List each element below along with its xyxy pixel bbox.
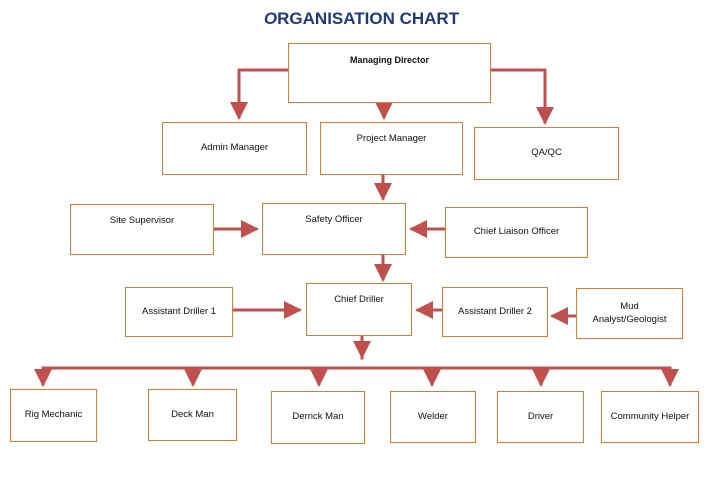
label-site-supervisor: Site Supervisor: [109, 215, 175, 226]
connector-md-to-qaqc: [489, 68, 554, 125]
label-assistant-driller-1: Assistant Driller 1: [142, 305, 216, 317]
box-safety-officer: Safety Officer: [262, 203, 406, 255]
chart-title-rest: RGANISATION CHART: [277, 9, 460, 28]
box-site-supervisor: Site Supervisor: [70, 204, 214, 255]
chart-title: ORGANISATION CHART: [0, 9, 723, 29]
box-managing-director: Managing Director: [288, 43, 491, 103]
connector-md-to-admin: [230, 68, 290, 120]
box-welder: Welder: [390, 391, 476, 443]
label-project-manager: Project Manager: [356, 133, 427, 144]
box-deck-man: Deck Man: [148, 389, 237, 441]
chart-title-lead: O: [263, 9, 278, 28]
box-assistant-driller-2: Assistant Driller 2: [442, 287, 548, 337]
label-rig-mechanic: Rig Mechanic: [24, 409, 83, 421]
label-deck-man: Deck Man: [171, 408, 214, 420]
box-qa-qc: QA/QC: [474, 127, 619, 180]
label-admin-manager: Admin Manager: [200, 142, 269, 154]
box-chief-liaison-officer: Chief Liaison Officer: [445, 207, 588, 258]
box-rig-mechanic: Rig Mechanic: [10, 389, 97, 442]
label-chief-driller: Chief Driller: [334, 294, 384, 305]
label-safety-officer: Safety Officer: [305, 214, 363, 225]
label-managing-director: Managing Director: [349, 55, 429, 65]
label-qa-qc: QA/QC: [531, 147, 562, 159]
box-community-helper: Community Helper: [601, 391, 699, 443]
box-project-manager: Project Manager: [320, 122, 463, 175]
label-mud-analyst-geologist: Mud Analyst/Geologist: [592, 300, 667, 325]
label-assistant-driller-2: Assistant Driller 2: [458, 305, 532, 317]
label-driver: Driver: [527, 410, 554, 422]
box-derrick-man: Derrick Man: [271, 391, 365, 444]
box-mud-analyst-geologist: Mud Analyst/Geologist: [576, 288, 683, 339]
label-welder: Welder: [418, 410, 448, 422]
box-chief-driller: Chief Driller: [306, 283, 412, 336]
label-community-helper: Community Helper: [610, 410, 690, 422]
label-derrick-man: Derrick Man: [292, 411, 344, 423]
box-assistant-driller-1: Assistant Driller 1: [125, 287, 233, 337]
box-driver: Driver: [497, 391, 584, 443]
box-admin-manager: Admin Manager: [162, 122, 307, 175]
label-chief-liaison-officer: Chief Liaison Officer: [473, 226, 560, 238]
